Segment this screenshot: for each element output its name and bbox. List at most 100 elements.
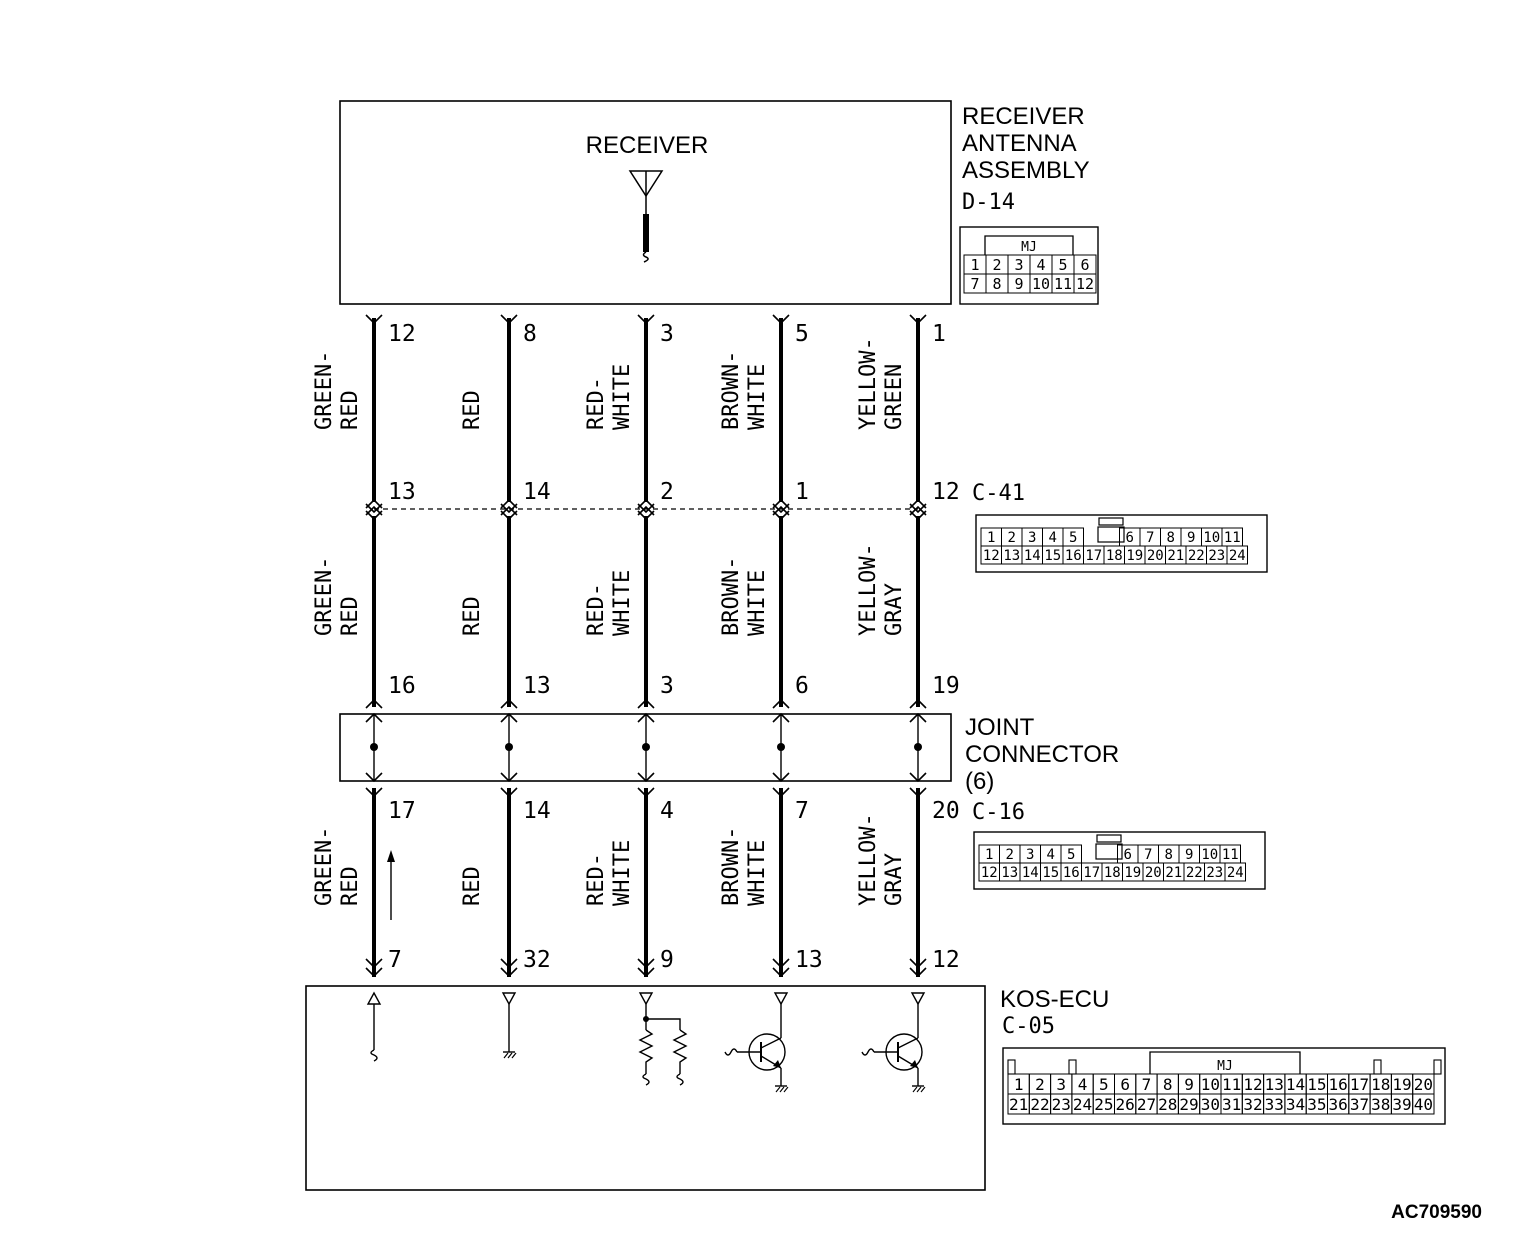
- d14-tag: MJ: [1021, 240, 1037, 255]
- c41-pin-number: 6: [1126, 530, 1134, 546]
- c16-pin-number: 13: [1001, 865, 1018, 881]
- ecu-transistor-circuits: [724, 992, 926, 1093]
- ground-hatch: [916, 1086, 922, 1093]
- receiver-terminal-chevron: [909, 314, 927, 325]
- c16-pin-number: 14: [1022, 865, 1039, 881]
- ground-hatch: [783, 1086, 789, 1093]
- c41-pin-number-in: 2: [660, 479, 674, 505]
- joint-in-chevron: [909, 712, 927, 723]
- joint-out-chevron: [500, 772, 518, 783]
- c16-pin-number: 12: [981, 865, 998, 881]
- ecu-terminal-chevron: [365, 967, 383, 978]
- receiver-assembly-line-1: RECEIVER: [962, 103, 1085, 130]
- c16-pin-number: 5: [1067, 847, 1075, 863]
- ecu-terminal-chevron: [909, 958, 927, 969]
- wire-color-label: RED-: [584, 583, 609, 636]
- joint-splice-dot: [777, 743, 785, 751]
- joint-line-3: (6): [965, 768, 994, 795]
- transistor-terminal-symbol: [910, 992, 926, 1006]
- c16-code: C-16: [972, 800, 1025, 825]
- joint-splice-dot: [642, 743, 650, 751]
- wire-color-label: RED: [338, 866, 363, 906]
- c41-pin-number: 3: [1028, 530, 1036, 546]
- joint-out-chevron: [772, 787, 790, 798]
- c05-pin-number: 2: [1035, 1075, 1045, 1094]
- ecu-pin-number: 32: [523, 947, 551, 973]
- c41-pin-number: 7: [1146, 530, 1154, 546]
- wire-color-label: RED: [460, 390, 485, 430]
- c41-chevron-bottom: [772, 510, 790, 521]
- c41-chevron-bottom: [909, 503, 927, 514]
- d14-pin-number: 10: [1032, 275, 1050, 293]
- c05-pin-number: 32: [1243, 1095, 1262, 1114]
- c05-pin-number: 14: [1286, 1075, 1305, 1094]
- c05-pin-number: 22: [1030, 1095, 1049, 1114]
- d14-pin-number: 3: [1014, 256, 1023, 274]
- c05-pin-number: 36: [1329, 1095, 1348, 1114]
- joint-out-chevron: [365, 787, 383, 798]
- c41-pin-number: 18: [1106, 548, 1123, 564]
- c16-pin-cell: [1224, 862, 1246, 882]
- wire-color-label: RED: [460, 596, 485, 636]
- d14-pin-number: 8: [992, 275, 1001, 293]
- c16-pin-number: 4: [1047, 847, 1055, 863]
- ecu-terminal-chevron: [637, 967, 655, 978]
- wire-color-label: BROWN-: [719, 557, 744, 636]
- wire-harness: 121316177GREEN-REDGREEN-REDGREEN-RED8141…: [312, 314, 960, 978]
- receiver-terminal-chevron: [637, 314, 655, 325]
- c41-pin-number: 9: [1187, 530, 1195, 546]
- c41-pin-number: 2: [1008, 530, 1016, 546]
- wire-color-label: GRAY: [882, 853, 907, 906]
- c16-pin-number: 4: [660, 798, 674, 824]
- c05-pin-number: 37: [1350, 1095, 1369, 1114]
- transistor-emitter-arrow: [773, 1060, 781, 1068]
- receiver-pin-number: 12: [388, 321, 416, 347]
- c05-pin-number: 27: [1137, 1095, 1156, 1114]
- c41-pin-number: 20: [1147, 548, 1164, 564]
- c16-pin-number: 16: [1063, 865, 1080, 881]
- joint-in-chevron: [772, 698, 790, 709]
- c41-code: C-41: [972, 481, 1025, 506]
- wire-color-label: GREEN-: [312, 827, 337, 906]
- c05-pin-number: 30: [1201, 1095, 1220, 1114]
- joint-out-chevron: [365, 772, 383, 783]
- c05-pin-number: 20: [1414, 1075, 1433, 1094]
- c05-pin-number: 4: [1078, 1075, 1088, 1094]
- d14-pin-number: 6: [1080, 256, 1089, 274]
- c05-pin-number: 16: [1329, 1075, 1348, 1094]
- receiver-assembly-line-2: ANTENNA: [962, 130, 1077, 157]
- receiver-pin-number: 3: [660, 321, 674, 347]
- joint-splice-dot: [505, 743, 513, 751]
- c16-pin-number: 23: [1206, 865, 1223, 881]
- wire-color-label: GREEN: [882, 364, 907, 430]
- ground-hatch: [920, 1086, 926, 1093]
- c41-pin-number: 19: [1126, 548, 1143, 564]
- ground-hatch: [779, 1086, 785, 1093]
- c16-pin-number: 10: [1201, 847, 1218, 863]
- c41-chevron-bottom: [365, 510, 383, 521]
- joint-in-chevron: [365, 698, 383, 709]
- c16-pin-number: 17: [388, 798, 416, 824]
- d14-pin-number: 5: [1058, 256, 1067, 274]
- joint-line-1: JOINT: [965, 714, 1035, 741]
- joint-in-chevron: [772, 712, 790, 723]
- c05-pin-number: 11: [1222, 1075, 1241, 1094]
- c16-pin-number: 24: [1227, 865, 1244, 881]
- wire-color-label: RED-: [584, 853, 609, 906]
- wire-color-label: BROWN-: [719, 827, 744, 906]
- c16-pin-number: 20: [932, 798, 960, 824]
- receiver-terminal-chevron: [772, 314, 790, 325]
- wire-color-label: WHITE: [745, 364, 770, 430]
- c05-pin-number: 7: [1142, 1075, 1152, 1094]
- c05-pin-number: 38: [1371, 1095, 1390, 1114]
- d14-pin-cell: [1073, 273, 1097, 294]
- ecu-terminal-chevron: [909, 967, 927, 978]
- c05-pin-number: 23: [1052, 1095, 1071, 1114]
- receiver-pin-number: 8: [523, 321, 537, 347]
- joint-out-chevron: [500, 787, 518, 798]
